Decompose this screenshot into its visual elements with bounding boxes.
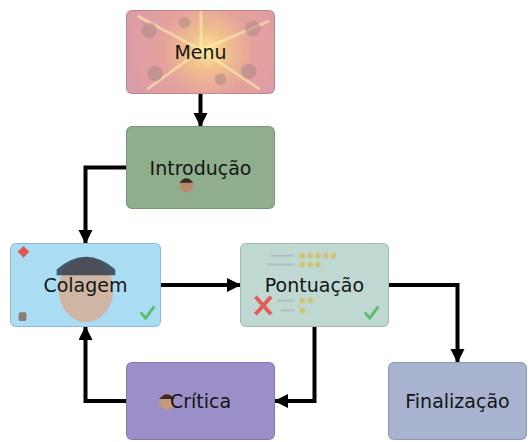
box-label: Pontuação: [262, 274, 367, 296]
menu-box: Menu: [126, 10, 275, 94]
box-label: Crítica: [167, 390, 234, 412]
flow-arrow: [161, 283, 240, 287]
process-box: Crítica: [126, 362, 275, 440]
end-box: Finalização: [388, 362, 527, 440]
box-label: Colagem: [40, 274, 130, 296]
box-label: Menu: [171, 41, 229, 63]
flow-arrow: [389, 285, 458, 362]
box-label: Introdução: [147, 157, 255, 179]
flow-arrow: [86, 168, 127, 244]
flow-arrow: [86, 327, 127, 401]
process-box: Colagem: [10, 243, 161, 327]
process-box: Introdução: [126, 126, 275, 209]
flow-arrow: [199, 94, 203, 126]
flow-arrow: [275, 327, 315, 401]
process-box: Pontuação: [240, 243, 389, 327]
box-label: Finalização: [402, 390, 512, 412]
